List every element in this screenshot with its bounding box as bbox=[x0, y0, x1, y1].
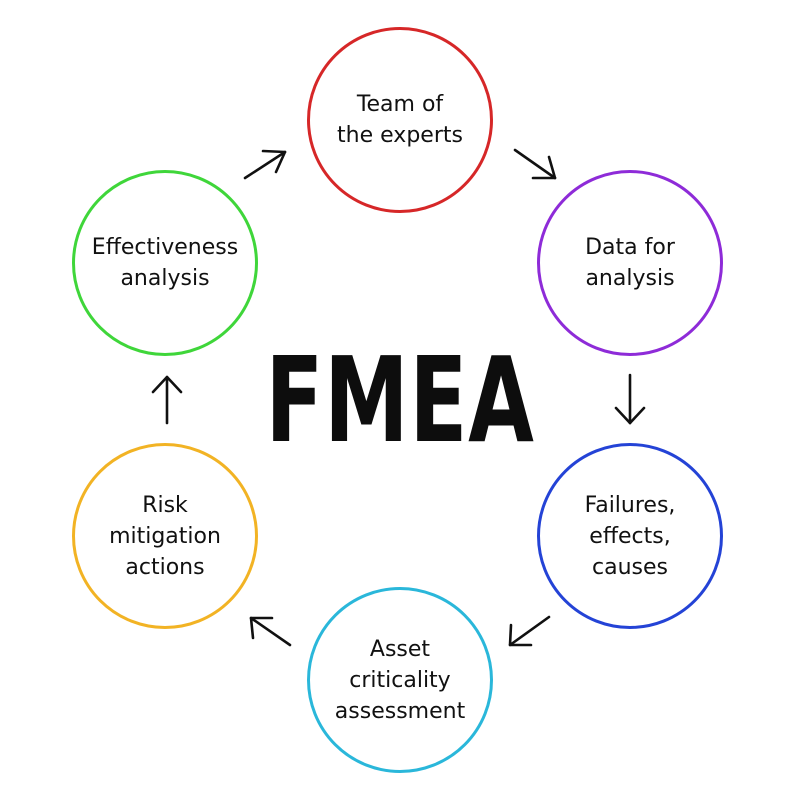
node-label: Team of the experts bbox=[337, 92, 463, 148]
node-label: Data for analysis bbox=[585, 235, 675, 291]
arrow-asset-to-risk bbox=[249, 616, 292, 647]
center-title: FMEA bbox=[265, 331, 535, 469]
arrow-data-to-failures bbox=[614, 373, 646, 425]
node-failures-effects-causes: Failures, effects, causes bbox=[537, 443, 723, 629]
node-label: Failures, effects, causes bbox=[584, 492, 676, 580]
node-asset-criticality-assessment: Asset criticality assessment bbox=[307, 587, 493, 773]
arrow-effect-to-team bbox=[243, 149, 287, 180]
node-team-of-the-experts: Team of the experts bbox=[307, 27, 493, 213]
node-label: Effectiveness analysis bbox=[91, 235, 239, 291]
node-label: Asset criticality assessment bbox=[334, 636, 466, 724]
node-risk-mitigation-actions: Risk mitigation actions bbox=[72, 443, 258, 629]
arrow-risk-to-effect bbox=[151, 375, 183, 425]
node-label: Risk mitigation actions bbox=[109, 492, 221, 580]
arrow-team-to-data bbox=[513, 148, 557, 180]
arrow-failures-to-asset bbox=[508, 615, 551, 647]
node-effectiveness-analysis: Effectiveness analysis bbox=[72, 170, 258, 356]
node-data-for-analysis: Data for analysis bbox=[537, 170, 723, 356]
